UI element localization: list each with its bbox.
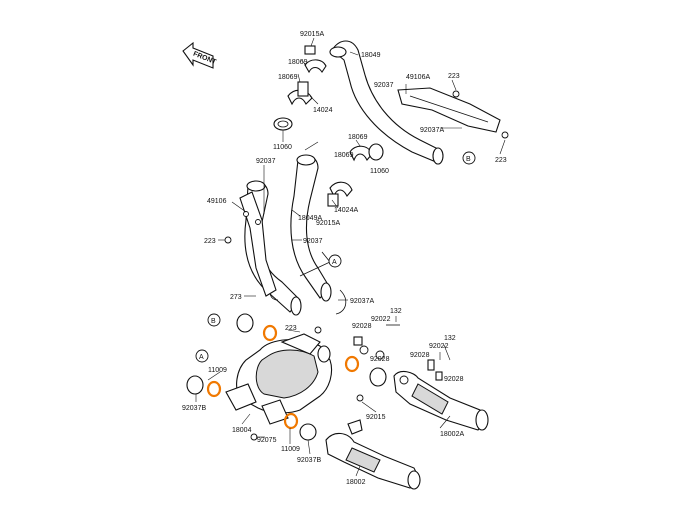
label-92037-b: 92037: [256, 158, 276, 165]
label-18002: 18002: [346, 479, 366, 486]
label-92028-d: 92028: [444, 376, 464, 383]
ref-marker-a-lower: A: [195, 349, 209, 363]
label-49106: 49106: [207, 198, 227, 205]
label-92028-a: 92028: [352, 323, 372, 330]
label-132-b: 132: [444, 335, 456, 342]
label-92022-a: 92022: [371, 316, 391, 323]
label-18004: 18004: [232, 427, 252, 434]
svg-text:A: A: [199, 354, 204, 361]
muffler-18002a: [393, 359, 489, 431]
label-223-c: 223: [204, 238, 216, 245]
label-92037b-b: 92037B: [297, 457, 321, 464]
label-11009-a: 11009: [208, 367, 227, 374]
label-92022-b: 92022: [429, 343, 449, 350]
label-18069-d: 18069: [334, 152, 354, 159]
label-223-a: 223: [448, 73, 460, 80]
label-14024a: 14024A: [334, 207, 358, 214]
label-92037b-a: 92037B: [182, 405, 206, 412]
heat-guard-49106: [224, 191, 277, 297]
label-273: 273: [230, 294, 242, 301]
gasket-ring-2: [344, 355, 360, 373]
ref-marker-b-lower: B: [207, 313, 221, 327]
label-18069-b: 18069: [278, 74, 298, 81]
ref-marker-b-upper: B: [462, 151, 476, 165]
svg-text:B: B: [211, 318, 216, 325]
label-11060: 11060: [273, 144, 292, 151]
collector-18004: [225, 326, 333, 425]
label-92028-b: 92028: [370, 356, 390, 363]
svg-text:B: B: [466, 156, 471, 163]
exhaust-pipe-18049: [329, 40, 444, 165]
muffler-18002: [325, 419, 421, 490]
label-11060-b: 11060: [370, 168, 389, 175]
label-14024: 14024: [313, 107, 333, 114]
clamps-lower: [186, 313, 400, 441]
gasket-rings: [206, 324, 360, 430]
clamp-18069-upper: [273, 45, 327, 131]
label-132-a: 132: [390, 308, 402, 315]
label-18069-c: 18069: [348, 134, 368, 141]
label-92015: 92015: [366, 414, 386, 421]
heat-guard-49106a: [397, 87, 509, 139]
label-92037-c: 92037: [303, 238, 323, 245]
part-labels: 92015A 18049 18069 18069 14024 11060 491…: [182, 31, 507, 486]
label-92037-a: 92037: [374, 82, 394, 89]
gasket-ring-4: [283, 412, 299, 430]
label-92028-c: 92028: [410, 352, 430, 359]
gasket-ring-3: [206, 380, 222, 398]
label-18049a: 18049A: [298, 215, 322, 222]
clamp-18069-mid: [327, 143, 384, 207]
label-223-d: 223: [285, 325, 297, 332]
label-92037a-b: 92037A: [350, 298, 374, 305]
label-92015a: 92015A: [300, 31, 324, 38]
label-18002a: 18002A: [440, 431, 464, 438]
label-92075: 92075: [257, 437, 277, 444]
gasket-ring-1: [262, 324, 278, 342]
label-18049: 18049: [361, 52, 381, 59]
ref-marker-a-upper: A: [328, 254, 342, 268]
front-arrow-icon: FRONT: [182, 41, 218, 69]
label-223-b: 223: [495, 157, 507, 164]
label-18069: 18069: [288, 59, 308, 66]
svg-text:A: A: [332, 259, 337, 266]
label-92015a-b: 92015A: [316, 220, 340, 227]
label-92037a-a: 92037A: [420, 127, 444, 134]
label-49106a: 49106A: [406, 74, 430, 81]
leader-lines: [195, 37, 506, 477]
label-11009-b: 11009: [281, 446, 300, 453]
